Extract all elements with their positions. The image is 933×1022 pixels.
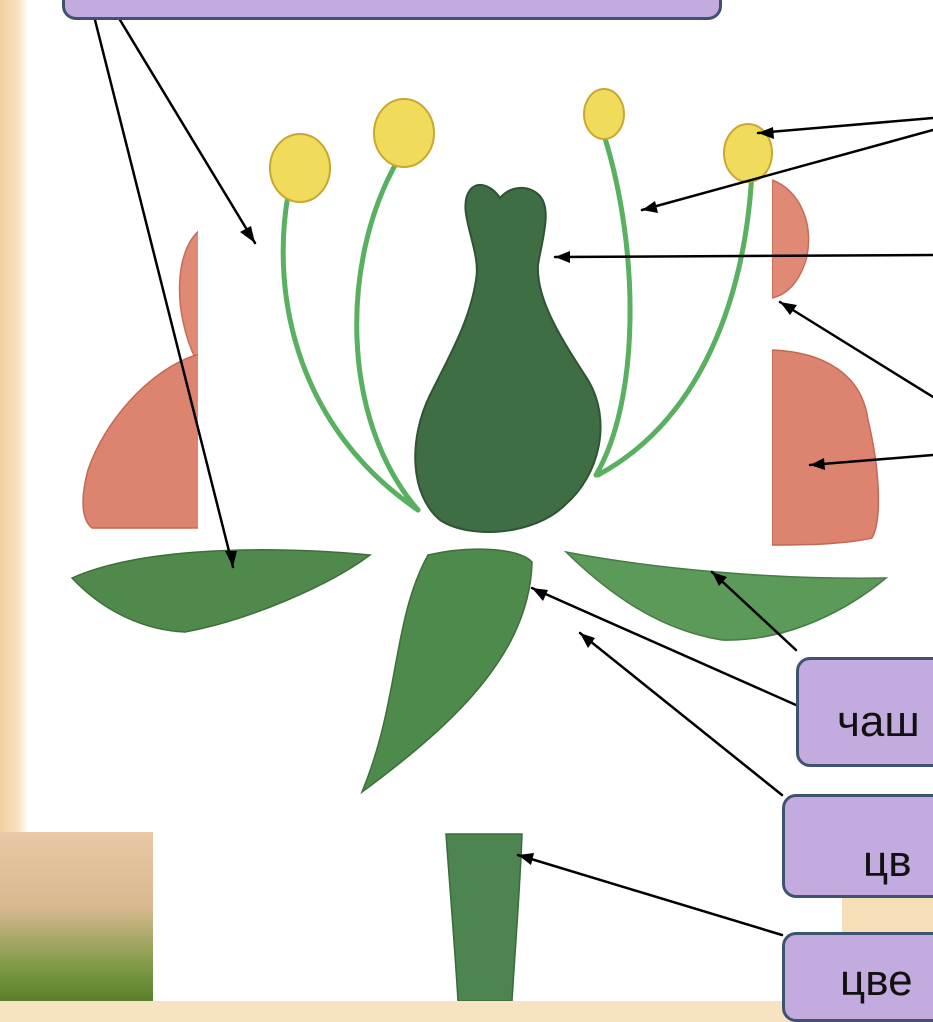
label-box-chashe: чаш: [796, 657, 933, 767]
label-box-top: [62, 0, 722, 20]
petal-right-back: [772, 180, 809, 298]
sepal-left: [72, 550, 370, 632]
label-box-cvet-2: цве: [782, 932, 933, 1022]
anther-1: [270, 134, 330, 202]
sepal-right: [566, 552, 886, 640]
slide-background: чаш цв цве: [0, 0, 933, 1001]
anther-2: [374, 99, 434, 167]
anther-3: [584, 89, 624, 139]
pedicel: [446, 834, 522, 1001]
petal-left-front: [83, 355, 200, 528]
petal-right-front: [772, 350, 878, 545]
label-box-cvet-1: цв: [782, 794, 933, 898]
sepal-middle: [362, 549, 532, 792]
